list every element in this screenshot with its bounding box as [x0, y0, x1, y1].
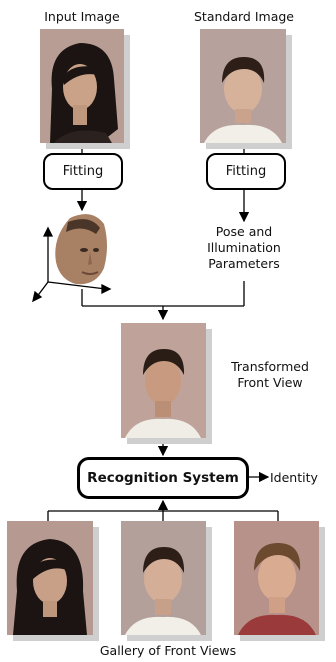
input-face-photo: [40, 29, 124, 143]
standard-image-label: Standard Image: [194, 9, 294, 24]
identity-label: Identity: [270, 470, 318, 485]
gallery-face-photo-1: [7, 521, 93, 635]
gallery-face-photo-2: [121, 521, 206, 635]
transformed-label-line-1: Transformed: [231, 359, 309, 374]
fitting-box-right: Fitting: [206, 153, 286, 190]
fitting-box-left: Fitting: [43, 153, 123, 190]
standard-face-photo: [200, 29, 286, 143]
recognition-system-box: Recognition System: [77, 457, 249, 499]
transformed-face-photo: [121, 323, 206, 438]
transformed-label-line-2: Front View: [237, 375, 303, 390]
3d-head-model: [32, 214, 112, 302]
pose-params-line-2: Illumination: [207, 240, 281, 255]
input-image-label: Input Image: [44, 9, 120, 24]
pose-params-line-3: Parameters: [208, 256, 280, 271]
gallery-face-photo-3: [234, 521, 319, 635]
pose-params-line-1: Pose and: [215, 224, 273, 239]
gallery-label: Gallery of Front Views: [99, 643, 237, 658]
